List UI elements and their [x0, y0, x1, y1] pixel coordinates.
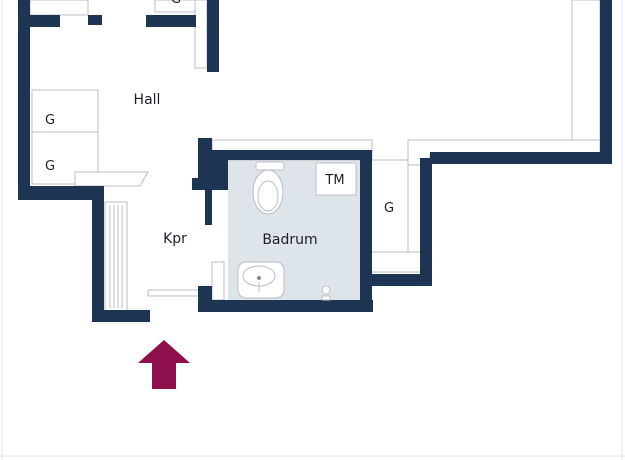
interior-light-walls: [29, 0, 601, 313]
storage-label-g-right: G: [384, 201, 394, 216]
radiator-icon: [109, 205, 123, 308]
sink-icon: [237, 261, 285, 299]
room-label-badrum: Badrum: [262, 232, 317, 248]
storage-label-g-bottom: G: [45, 159, 55, 174]
walls: [18, 0, 612, 322]
entrance-arrow-icon: [138, 340, 190, 389]
room-label-kpr: Kpr: [163, 231, 187, 247]
fixture-label-tm: TM: [324, 173, 344, 188]
storage-label-g-partial: G: [171, 0, 181, 7]
floor-drain-icon: [321, 285, 331, 301]
room-label-hall: Hall: [134, 92, 161, 108]
storage-label-g-top: G: [45, 113, 55, 128]
toilet-icon: [252, 161, 285, 215]
